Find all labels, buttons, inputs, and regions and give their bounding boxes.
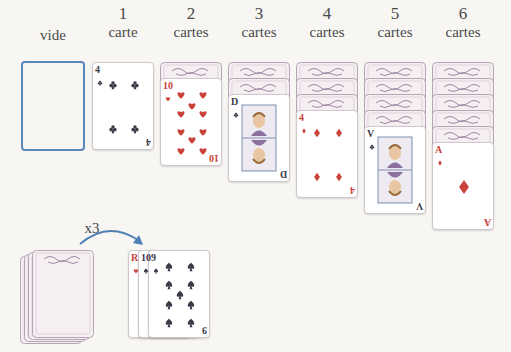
column-label: carte: [88, 24, 158, 41]
card-back-ornament: [376, 69, 412, 76]
card-back-ornament: [308, 69, 344, 76]
playing-card: 44: [92, 62, 154, 150]
suit-pip: [189, 137, 196, 143]
card-index: A: [435, 145, 442, 155]
column-label: 6: [428, 4, 498, 23]
suit-pip: [178, 92, 185, 98]
playing-card: 44: [296, 110, 358, 198]
card-back-ornament: [444, 101, 480, 108]
suit-pip: [459, 180, 469, 194]
empty-slot: [22, 62, 84, 150]
suit-pip: [166, 281, 173, 289]
card-face-art: [297, 111, 357, 197]
suit-pip: [166, 263, 173, 271]
column-label: cartes: [292, 24, 362, 41]
column-label: 5: [360, 4, 430, 23]
column-label: cartes: [224, 24, 294, 41]
column-label: cartes: [428, 24, 498, 41]
suit-pip: [166, 319, 173, 327]
suit-pip: [302, 128, 306, 133]
card-back-ornament: [444, 85, 480, 92]
suit-pip: [438, 160, 442, 165]
suit-pip: [189, 103, 196, 109]
playing-card: 10 10: [160, 78, 222, 166]
card-back-ornament: [376, 85, 412, 92]
card-back-ornament: [376, 101, 412, 108]
suit-pip: [131, 125, 138, 133]
suit-pip: [109, 125, 116, 133]
playing-card: AA: [432, 142, 494, 230]
card-index: V: [367, 129, 374, 139]
suit-pip: [336, 129, 342, 137]
suit-pip: [200, 111, 207, 117]
suit-pip: [370, 145, 375, 150]
card-index: A: [484, 217, 491, 227]
suit-pip: [336, 173, 342, 181]
card-back-ornament: [376, 117, 412, 124]
playing-card: VV: [364, 126, 426, 214]
card-back-ornament: [444, 133, 480, 140]
suit-pip: [200, 129, 207, 135]
card-face-art: [149, 251, 209, 337]
suit-pip: [154, 268, 158, 273]
card-back-ornament: [172, 69, 208, 76]
suit-pip: [98, 81, 103, 86]
card-back-ornament: [44, 257, 80, 264]
suit-pip: [188, 263, 195, 271]
repeat-label: x3: [57, 220, 127, 237]
column-label: 2: [156, 4, 226, 23]
card-back-ornament: [444, 117, 480, 124]
card-index: 4: [95, 65, 100, 75]
card-index: D: [280, 169, 287, 179]
card-index: 4: [299, 113, 304, 123]
column-label: 3: [224, 4, 294, 23]
card-face-art: [433, 143, 493, 229]
suit-pip: [178, 111, 185, 117]
suit-pip: [131, 81, 138, 89]
card-index: D: [231, 97, 238, 107]
suit-pip: [109, 81, 116, 89]
suit-pip: [200, 148, 207, 154]
card-face-art: [93, 63, 153, 149]
card-face-art: [365, 127, 425, 213]
card-back-ornament: [444, 69, 480, 76]
suit-pip: [234, 113, 239, 118]
card-face-art: [161, 79, 221, 165]
card-back: [33, 251, 94, 338]
column-label: vide: [18, 27, 88, 44]
playing-card: DD: [228, 94, 290, 182]
playing-card: 99: [148, 250, 210, 338]
card-index: 4: [350, 185, 355, 195]
card-back-ornament: [308, 85, 344, 92]
column-label: 4: [292, 4, 362, 23]
card-index: R: [131, 253, 138, 263]
suit-pip: [178, 148, 185, 154]
suit-pip: [188, 319, 195, 327]
suit-pip: [200, 92, 207, 98]
suit-pip: [166, 97, 170, 101]
card-index: 9: [202, 325, 207, 335]
card-back-ornament: [240, 69, 276, 76]
suit-pip: [166, 301, 173, 309]
suit-pip: [178, 129, 185, 135]
column-label: cartes: [156, 24, 226, 41]
card-face-art: [229, 95, 289, 181]
suit-pip: [314, 173, 320, 181]
suit-pip: [314, 129, 320, 137]
card-index: 4: [146, 137, 151, 147]
card-index: 10: [141, 253, 151, 263]
card-index: 9: [151, 253, 156, 263]
card-index: 10: [163, 81, 173, 91]
card-back-ornament: [240, 85, 276, 92]
suit-pip: [188, 281, 195, 289]
card-index: 10: [209, 153, 219, 163]
suit-pip: [177, 291, 184, 299]
suit-pip: [188, 301, 195, 309]
card-index: V: [416, 201, 423, 211]
column-label: cartes: [360, 24, 430, 41]
card-back-ornament: [308, 101, 344, 108]
column-label: 1: [88, 4, 158, 23]
card-back-frame: [36, 253, 90, 334]
arrow-head: [133, 235, 143, 245]
